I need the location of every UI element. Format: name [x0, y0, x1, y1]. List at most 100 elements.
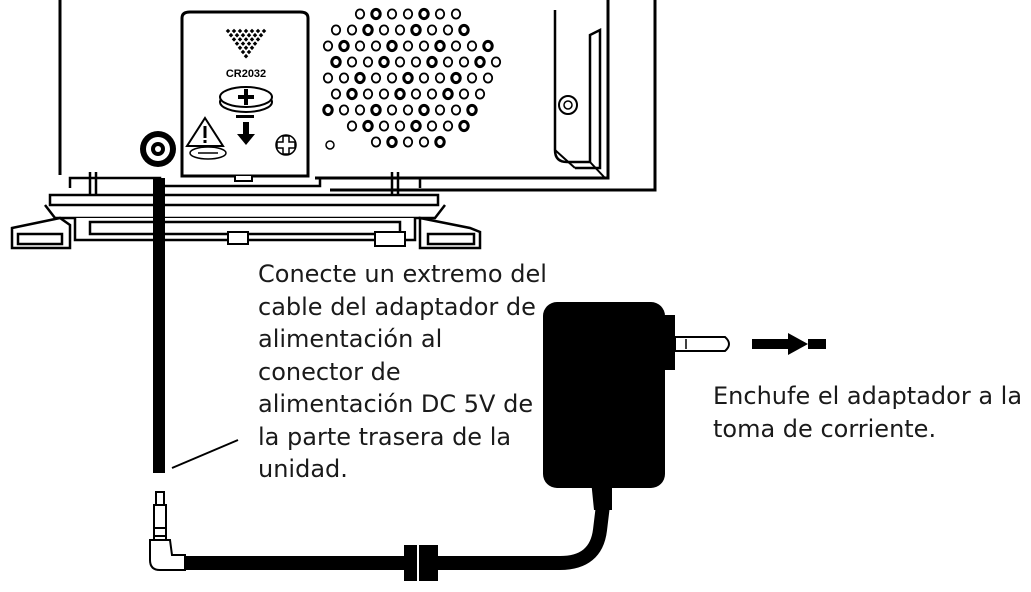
grille-hole: [458, 56, 470, 68]
grille-hole: [442, 120, 454, 132]
device-inner-frame-slant: [554, 149, 606, 179]
grille-hole: [426, 120, 438, 132]
grille-hole: [434, 104, 446, 116]
grille-hole: [426, 88, 438, 100]
grille-hole: [330, 88, 342, 100]
grille-hole: [322, 72, 334, 84]
ferrite-core: [404, 545, 438, 581]
grille-hole: [434, 8, 446, 20]
grille-hole: [325, 140, 335, 150]
grille-hole: [394, 120, 406, 132]
device-base: [10, 172, 482, 250]
speaker-grille: [322, 7, 502, 149]
grille-hole: [354, 104, 366, 116]
grille-hole: [378, 24, 390, 36]
callout-leader-line: [171, 439, 239, 469]
grille-hole: [338, 39, 350, 53]
grille-hole: [418, 136, 430, 148]
grille-hole: [458, 119, 470, 133]
grille-hole: [402, 104, 414, 116]
adapter-body: [543, 302, 665, 488]
instruction-line: unidad.: [258, 455, 348, 483]
grille-hole: [378, 88, 390, 100]
grille-hole: [370, 40, 382, 52]
grille-hole: [450, 8, 462, 20]
grille-hole: [418, 7, 430, 21]
grille-hole: [458, 88, 470, 100]
device-inner-frame: [553, 10, 602, 170]
grille-hole: [322, 40, 334, 52]
grille-hole: [418, 40, 430, 52]
instruction-line: toma de corriente.: [713, 414, 937, 443]
grille-hole: [450, 71, 462, 85]
grille-hole: [386, 8, 398, 20]
grille-hole: [434, 39, 446, 53]
grille-hole: [346, 120, 358, 132]
grille-hole: [474, 88, 486, 100]
grille-hole: [362, 88, 374, 100]
instruction-line: conector de: [258, 357, 401, 386]
grille-hole: [402, 40, 414, 52]
grip-dot: [240, 41, 246, 46]
grille-hole: [370, 7, 382, 21]
door-notch: [234, 176, 253, 182]
instruction-line: alimentación DC 5V de: [258, 390, 534, 418]
grille-hole: [490, 56, 502, 68]
grille-hole: [338, 104, 350, 116]
grille-hole: [450, 40, 462, 52]
grille-hole: [450, 104, 462, 116]
battery-model-label: CR2032: [226, 68, 266, 80]
grille-hole: [410, 88, 422, 100]
dc-barrel-plug: [149, 491, 186, 571]
grip-dot: [243, 45, 249, 51]
instruction-line: alimentación al: [258, 325, 443, 353]
grille-hole: [330, 24, 342, 36]
warning-icon: [185, 116, 225, 147]
instruction-line: Conecte un extremo del: [258, 260, 547, 288]
grille-hole: [426, 55, 438, 69]
adapter-prong: [674, 336, 730, 352]
grille-hole: [442, 56, 454, 68]
frame-screw-inner: [563, 100, 573, 110]
grille-hole: [434, 72, 446, 84]
grille-hole: [378, 120, 390, 132]
frame-screw: [558, 95, 578, 115]
grille-hole: [410, 119, 422, 133]
grille-hole: [466, 103, 478, 117]
small-coin-cell-icon: [189, 146, 227, 160]
grille-hole: [394, 56, 406, 68]
grip-dot: [234, 41, 240, 46]
grille-hole: [370, 136, 382, 148]
grille-hole: [386, 39, 398, 53]
grille-hole: [370, 72, 382, 84]
grille-hole: [386, 104, 398, 116]
grille-hole: [354, 40, 366, 52]
grille-hole: [410, 23, 422, 37]
grille-hole: [394, 24, 406, 36]
battery-door: CR2032: [180, 10, 310, 182]
grip-dot: [246, 49, 252, 55]
grille-hole: [386, 72, 398, 84]
dc-jack: [140, 131, 176, 167]
grille-hole: [346, 56, 358, 68]
grille-hole: [402, 136, 414, 148]
minus-sign-icon: [236, 115, 254, 118]
grille-hole: [378, 55, 390, 69]
device-unit: CR2032: [10, 0, 657, 250]
grille-hole: [346, 87, 358, 101]
grille-hole: [442, 87, 454, 101]
grille-hole: [362, 56, 374, 68]
grille-hole: [354, 71, 366, 85]
grille-hole: [474, 55, 486, 69]
grille-hole: [466, 40, 478, 52]
grille-hole: [434, 135, 446, 149]
grille-hole: [458, 23, 470, 37]
grip-dot: [246, 41, 252, 46]
grille-hole: [330, 55, 342, 69]
grille-hole: [482, 72, 494, 84]
instruction-line: la parte trasera de la: [258, 422, 512, 451]
grille-hole: [362, 119, 374, 133]
down-arrow-icon: [237, 122, 255, 145]
